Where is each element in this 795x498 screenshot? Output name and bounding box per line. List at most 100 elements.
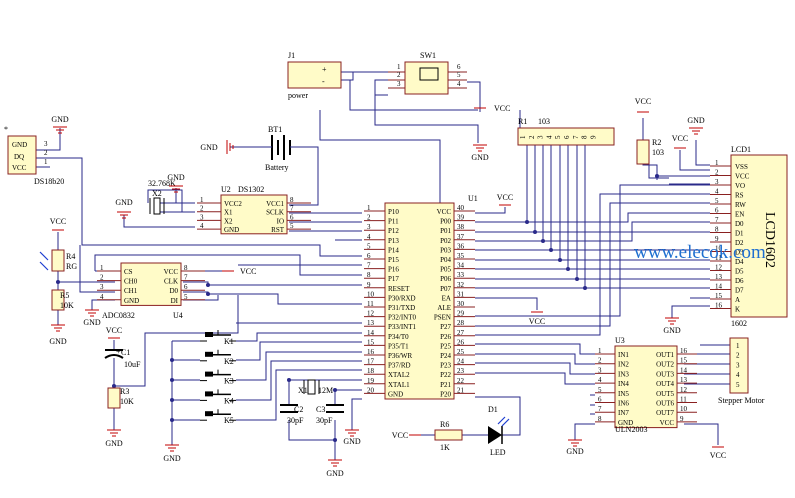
lcd-name: LCD1602 bbox=[762, 212, 777, 268]
ic-u1-pin-num: 19 bbox=[367, 377, 375, 385]
ic-u3-pin-label: OUT4 bbox=[656, 380, 674, 388]
vcc-label: VCC bbox=[529, 317, 545, 326]
ic-u1-pin-label: RESET bbox=[388, 285, 410, 293]
key-k3: K3 bbox=[200, 369, 236, 386]
ic-u4-pin-label: CH0 bbox=[124, 278, 138, 286]
ic-u1-pin-num: 25 bbox=[457, 348, 465, 356]
lcd-pin-label: VSS bbox=[735, 163, 748, 171]
ic-u1-pin-num: 21 bbox=[457, 386, 465, 394]
gnd-label: GND bbox=[566, 447, 584, 456]
ic-u3-pin-label: OUT2 bbox=[656, 361, 674, 369]
watermark-text: www.elecok.com bbox=[634, 242, 766, 263]
d1-name: LED bbox=[490, 448, 506, 457]
ic-u4-pin-label: CLK bbox=[164, 278, 178, 286]
ic-u1-pin-label: P34/T0 bbox=[388, 333, 409, 341]
lcd-pin-num: 2 bbox=[715, 169, 719, 177]
vcc-label: VCC bbox=[240, 267, 256, 276]
ic-u2-ref: U2 bbox=[221, 185, 231, 194]
lcd-pin-label: D3 bbox=[735, 249, 744, 257]
ic-u2-pin-num: 7 bbox=[290, 205, 294, 213]
ic-u1-pin-label: P23 bbox=[440, 362, 451, 370]
ic-u2-pin-num: 8 bbox=[290, 196, 294, 204]
sw1-pin: 5 bbox=[457, 71, 461, 79]
ic-u1-pin-label: P13 bbox=[388, 237, 399, 245]
lcd-pin-label: D5 bbox=[735, 268, 744, 276]
ic-u2-pin-num: 1 bbox=[200, 196, 204, 204]
ic-u4-pin-label: VCC bbox=[164, 268, 179, 276]
ic-u1-pin-label: P01 bbox=[440, 227, 451, 235]
ic-u3-pin-num: 12 bbox=[680, 386, 688, 394]
ic-u3-pin-num: 3 bbox=[598, 366, 602, 374]
gnd-symbol: GND bbox=[167, 173, 185, 193]
vcc-symbol: VCC bbox=[106, 326, 122, 339]
ic-u3-pin-label: IN1 bbox=[618, 351, 629, 359]
lcd-pin-num: 14 bbox=[715, 283, 723, 291]
ic-u4-pin-num: 1 bbox=[100, 264, 104, 272]
gnd-label: GND bbox=[167, 173, 185, 182]
ic-u4-pin-num: 8 bbox=[184, 264, 188, 272]
crystal-x1: X1 12M bbox=[298, 379, 333, 395]
ic-u1-pin-label: P06 bbox=[440, 275, 451, 283]
lcd-pin-num: 9 bbox=[715, 235, 719, 243]
resistor-r6: R6 1K bbox=[434, 420, 463, 452]
potentiometer-r2: R2 103 bbox=[636, 138, 664, 165]
ic-u2-pin-num: 5 bbox=[290, 222, 294, 230]
motor-pin-num: 2 bbox=[736, 352, 740, 360]
ic-u1-pin-label: P21 bbox=[440, 381, 451, 389]
gnd-symbol: GND bbox=[200, 140, 234, 154]
gnd-symbol: GND bbox=[51, 115, 69, 134]
vcc-symbol: VCC bbox=[710, 446, 726, 460]
r5-value: 10K bbox=[60, 301, 74, 310]
ds18b20-num: 2 bbox=[44, 149, 48, 157]
r6-value: 1K bbox=[440, 443, 450, 452]
ic-u1-pin-num: 28 bbox=[457, 319, 465, 327]
ic-u2-pin-label: GND bbox=[224, 226, 239, 234]
lcd-model: 1602 bbox=[731, 319, 747, 328]
ic-u4-pin-label: CS bbox=[124, 268, 133, 276]
ic-u2-pin-label: IO bbox=[277, 217, 284, 225]
key-k5: K5 bbox=[200, 409, 236, 425]
ic-u1-pin-num: 24 bbox=[457, 358, 465, 366]
key-k2: K2 bbox=[200, 349, 236, 366]
vcc-symbol: VCC bbox=[635, 97, 651, 113]
ic-u3-ref: U3 bbox=[615, 336, 625, 345]
sw1-pin: 4 bbox=[457, 80, 461, 88]
lcd-pin-label: D4 bbox=[735, 258, 744, 266]
ic-u1-pin-label: P22 bbox=[440, 371, 451, 379]
ic-u2-pin-num: 2 bbox=[200, 205, 204, 213]
ic-u1-pin-num: 23 bbox=[457, 367, 465, 375]
ic-u1-pin-label: VCC bbox=[437, 208, 452, 216]
ic-u1-pin-label: P20 bbox=[440, 390, 451, 398]
c2-ref: C2 bbox=[294, 405, 303, 414]
ic-u3-pin-label: OUT7 bbox=[656, 409, 674, 417]
r1-pin-num: 7 bbox=[572, 135, 580, 139]
lcd-pin-label: EN bbox=[735, 211, 744, 219]
ds18b20-num: 3 bbox=[44, 140, 48, 148]
ic-u2-pin-num: 6 bbox=[290, 213, 294, 221]
ic-u1-pin-label: P14 bbox=[388, 246, 399, 254]
bt1-ref: BT1 bbox=[268, 125, 282, 134]
vcc-label: VCC bbox=[497, 193, 513, 202]
ic-u1-pin-label: P05 bbox=[440, 266, 451, 274]
gnd-symbol: GND bbox=[566, 439, 584, 456]
gnd-label: GND bbox=[49, 337, 67, 346]
ic-u1-pin-num: 2 bbox=[367, 214, 371, 222]
lcd-pin-num: 7 bbox=[715, 216, 719, 224]
capacitor-c1: + C1 10uF bbox=[104, 347, 141, 372]
x2-ref: X2 bbox=[152, 189, 162, 198]
crystal-x2: 32.768K X2 bbox=[148, 179, 176, 215]
ic-u2-pin-label: VCC2 bbox=[224, 200, 242, 208]
r4-ref: R4 bbox=[66, 252, 75, 261]
ic-u3-pin-num: 8 bbox=[598, 415, 602, 423]
ic-u3-pin-num: 11 bbox=[680, 396, 687, 404]
ic-u2-pin-num: 4 bbox=[200, 222, 204, 230]
ic-u4-pin-num: 3 bbox=[100, 283, 104, 291]
j1-minus: - bbox=[322, 77, 325, 86]
ic-u1-pin-label: P35/T1 bbox=[388, 342, 409, 350]
ic-u3-pin-label: OUT1 bbox=[656, 351, 674, 359]
ic-u1-pin-label: GND bbox=[388, 390, 403, 398]
gnd-symbol: GND bbox=[49, 324, 67, 346]
lcd-pin-num: 11 bbox=[715, 254, 722, 262]
